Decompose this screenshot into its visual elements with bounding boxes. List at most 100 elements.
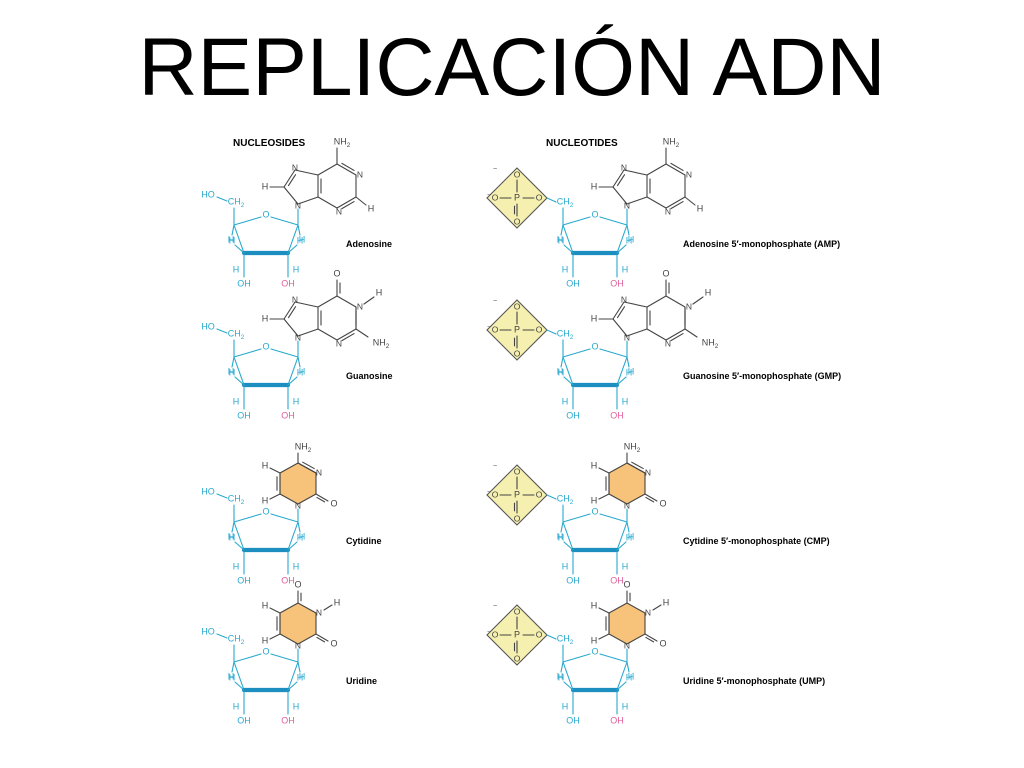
nitrogen-label: N [295, 640, 301, 650]
oxygen-label: O [492, 192, 499, 202]
charge-label: − [487, 192, 491, 199]
hydroxyl-3-label: OH [566, 715, 580, 725]
ring-oxygen-label: O [591, 646, 598, 656]
bond [287, 521, 299, 551]
ring-oxygen-label: O [591, 341, 598, 351]
charge-label: − [493, 166, 497, 173]
hydrogen-label: H [297, 672, 304, 682]
hydrogen-label: H [663, 597, 670, 607]
bond [626, 661, 630, 673]
hydroxyl-3-label: OH [237, 575, 251, 585]
ch2-label: CH2 [228, 633, 245, 645]
bond [599, 513, 628, 523]
bond [233, 653, 262, 663]
oxygen-label: O [514, 169, 521, 179]
bond [546, 494, 557, 500]
hydrogen-label: H [591, 313, 598, 323]
nucleoside-name: Uridine [346, 676, 377, 686]
nucleoside-name: Cytidine [346, 536, 382, 546]
carbonyl-oxygen-label: O [330, 638, 337, 648]
ring-oxygen-label: O [262, 506, 269, 516]
bond [316, 636, 326, 643]
phosphorus-label: P [514, 192, 520, 202]
oxygen-label: O [514, 301, 521, 311]
bond [233, 513, 262, 523]
hydrogen-label: H [229, 672, 236, 682]
hydroxyl-2-label: OH [610, 575, 624, 585]
bond [665, 163, 686, 176]
bond [692, 296, 704, 305]
ch2-label: CH2 [557, 328, 574, 340]
bond [560, 521, 564, 533]
nitrogen-label: N [686, 301, 692, 311]
hydrogen-label: H [368, 203, 375, 213]
amino-label: NH2 [624, 441, 641, 453]
hydroxyl-3-label: OH [566, 278, 580, 288]
oxygen-label: O [536, 192, 543, 202]
pyrimidine-ring [608, 602, 646, 645]
hydrogen-label: H [591, 460, 598, 470]
hydrogen-label: H [297, 367, 304, 377]
oxygen-label: O [536, 489, 543, 499]
column-heading-nucleosides: NUCLEOSIDES [233, 138, 306, 149]
hydrogen-label: H [376, 287, 383, 297]
hydrogen-label: H [626, 672, 633, 682]
nitrogen-label: N [295, 500, 301, 510]
hydrogen-label: H [562, 701, 569, 711]
amino-label: NH2 [295, 441, 312, 453]
hydrogen-label: H [622, 561, 629, 571]
bond [297, 328, 319, 337]
oxygen-label: O [514, 513, 521, 523]
bond [684, 196, 696, 206]
bond [317, 295, 338, 308]
bond [355, 196, 367, 206]
bond [546, 329, 557, 335]
ch2-label: CH2 [557, 493, 574, 505]
hydroxyl-2-label: OH [610, 410, 624, 420]
bond [598, 493, 610, 500]
ch2-label: CH2 [557, 633, 574, 645]
bond [563, 541, 574, 551]
hydrogen-label: H [229, 367, 236, 377]
hydrogen-label: H [293, 264, 300, 274]
hydrogen-label: H [591, 181, 598, 191]
bond [599, 348, 628, 358]
hydrogen-label: H [558, 532, 565, 542]
nucleotide-name: Guanosine 5′-monophosphate (GMP) [683, 371, 841, 381]
bond [626, 328, 648, 337]
bond [216, 633, 228, 639]
hydroxyl-5-label: HO [201, 321, 215, 331]
phosphate-diamond [486, 167, 548, 229]
bond [645, 636, 655, 643]
hydrogen-label: H [228, 671, 235, 681]
bond [598, 633, 610, 640]
hydrogen-label: H [557, 234, 564, 244]
phosphorus-label: P [514, 324, 520, 334]
nitrogen-label: N [336, 338, 342, 348]
hydrogen-label: H [293, 396, 300, 406]
hydrogen-label: H [228, 366, 235, 376]
bond [336, 163, 357, 176]
bond [612, 318, 628, 337]
hydrogen-label: H [297, 235, 304, 245]
bond [646, 163, 667, 176]
bond [287, 356, 299, 386]
nucleotide-name: Uridine 5′-monophosphate (UMP) [683, 676, 825, 686]
amino-label: NH2 [663, 136, 680, 148]
nitrogen-label: N [621, 294, 627, 304]
carbonyl-oxygen-label: O [659, 498, 666, 508]
bond [297, 356, 301, 368]
bond [270, 216, 299, 226]
bond [317, 328, 338, 341]
hydrogen-label: H [262, 460, 269, 470]
